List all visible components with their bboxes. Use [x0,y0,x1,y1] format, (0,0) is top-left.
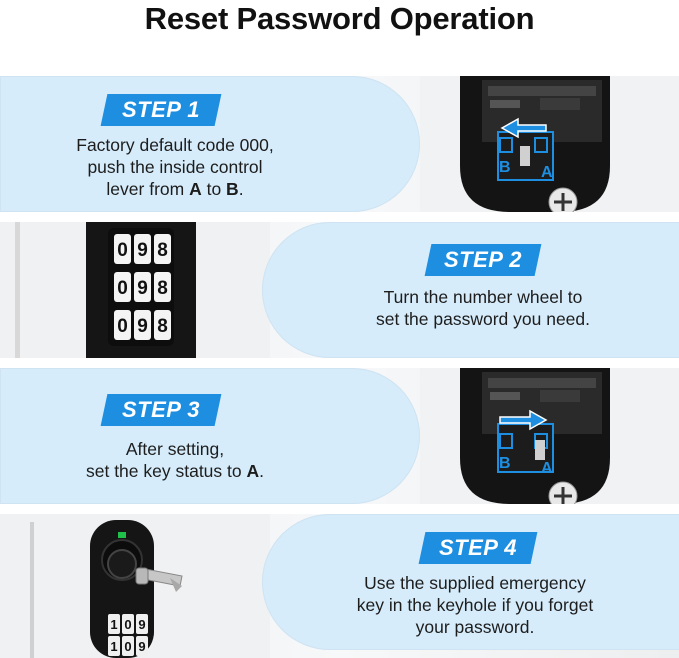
wheel-cell [154,310,171,340]
step-3-row: B A STEP 3 After setting,set the key sta… [0,368,679,504]
keypad-digit: 9 [138,617,145,632]
description-line: set the key status to A. [85,461,264,481]
keypad-cell [136,614,148,634]
wheel-digit: 9 [137,316,148,337]
wheel-cell [114,272,131,302]
description-line: lever from A to B. [106,179,244,199]
label-b: B [499,159,511,176]
lock-lever-image-2: B A [420,368,679,504]
step-2-badge: STEP 2 [424,244,542,276]
step-4-badge: STEP 4 [418,532,538,564]
wheel-cell [154,272,171,302]
wheel-cell [134,234,151,264]
arrow-right-icon [499,409,548,431]
wheel-digit: 0 [117,240,128,261]
wheel-cell [114,310,131,340]
description-line: Turn the number wheel to [383,287,583,307]
wheel-digit: 8 [157,316,168,337]
page-title: Reset Password Operation [144,1,535,36]
step-3-badge: STEP 3 [100,394,222,426]
wheel-cell [154,234,171,264]
keypad-cell [122,614,134,634]
wheel-digit: 0 [117,316,128,337]
description-line: Factory default code 000, [76,135,274,155]
description-line: push the inside control [87,157,263,177]
wheel-digit: 8 [157,240,168,261]
wheel-cell [114,234,131,264]
keypad-cell [122,636,134,656]
lock-lever-image: B A [420,76,679,212]
keypad-digit: 1 [110,639,117,654]
status-indicator [118,532,126,538]
step-1-description: Factory default code 000,push the inside… [20,134,330,200]
keypad-digit: 0 [124,617,131,632]
step-3-panel [0,368,420,504]
wheel-cell [134,272,151,302]
description-line: your password. [415,617,535,637]
step-1-badge: STEP 1 [100,94,222,126]
keypad-digit: 1 [110,617,117,632]
wheel-digit: 8 [157,278,168,299]
description-line: key in the keyhole if you forget [356,595,594,615]
keypad-cell [108,614,120,634]
label-b: B [499,455,511,472]
wheel-digit: 9 [137,240,148,261]
label-a: A [541,460,553,477]
step-3-description: After setting,set the key status to A. [20,438,330,482]
description-line: After setting, [125,439,225,459]
arrow-left-icon [500,117,547,139]
description-line: set the password you need. [375,309,591,329]
lever-photo-2: B A [420,368,679,504]
label-a: A [541,164,553,181]
wheel-cell [134,310,151,340]
step-1-row: B A STEP 1 Factory default code 000,push… [0,76,679,212]
wheel-digit: 0 [117,278,128,299]
keypad-cell [136,636,148,656]
keypad-digit: 0 [124,639,131,654]
keypad-digit: 9 [138,639,145,654]
lever-photo: B A [420,76,679,212]
keypad-cell [108,636,120,656]
description-line: Use the supplied emergency [364,573,586,593]
wheel-digit: 9 [137,278,148,299]
